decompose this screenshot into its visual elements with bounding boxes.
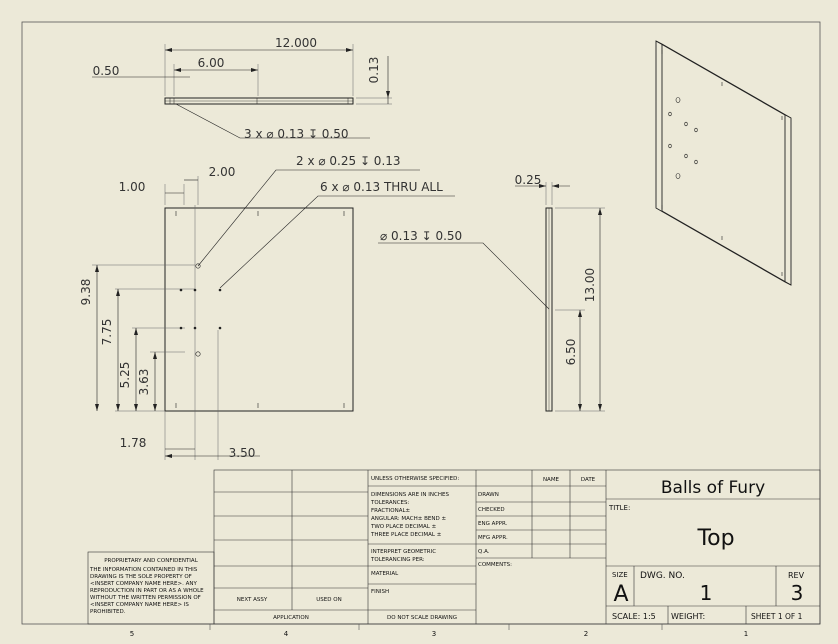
zone-markers [209,624,663,630]
application-label: APPLICATION [273,615,309,621]
dim-13-00: 13.00 [583,268,597,302]
interpret-line: TOLERANCING PER: [370,557,425,563]
material-label: MATERIAL [371,571,399,577]
sheet-label: SHEET 1 OF 1 [751,612,803,621]
weight-label: WEIGHT: [671,612,705,621]
note-3x-holes: 3 x ⌀ 0.13 ↧ 0.50 [244,127,349,141]
proprietary-title: PROPRIETARY AND CONFIDENTIAL [104,558,198,564]
tol-line: TOLERANCES: [370,500,410,506]
tol-line: DIMENSIONS ARE IN INCHES [371,492,449,498]
checked-label: CHECKED [478,507,505,513]
note-side-hole: ⌀ 0.13 ↧ 0.50 [380,229,462,243]
title-label: TITLE: [608,504,630,512]
side-view [378,182,605,412]
proprietary-line: <INSERT COMPANY NAME HERE>. ANY [90,581,197,587]
top-view [92,44,392,139]
next-assy-label: NEXT ASSY [237,597,268,603]
zone-label: 2 [584,630,588,638]
title-block [87,469,821,625]
tol-line: FRACTIONAL± [371,508,411,514]
dim-7-75: 7.75 [100,319,114,346]
name-col: NAME [543,477,560,483]
rev-label: REV [788,571,805,580]
zone-label: 1 [744,630,748,638]
eng-appr-label: ENG APPR. [478,521,508,527]
tol-line: TWO PLACE DECIMAL ± [370,524,437,530]
mfg-appr-label: MFG APPR. [478,535,508,541]
comments-label: COMMENTS: [478,562,512,568]
finish-label: FINISH [371,589,389,595]
dim-1-78: 1.78 [120,436,147,450]
note-6x-thru-holes: 6 x ⌀ 0.13 THRU ALL [320,180,443,194]
dim-0-25: 0.25 [515,173,542,187]
size-value: A [613,582,628,607]
dim-3-50: 3.50 [229,446,256,460]
rev-value: 3 [791,581,804,605]
dim-3-63: 3.63 [137,369,151,396]
proprietary-line: THE INFORMATION CONTAINED IN THIS [89,567,198,573]
dim-12-000: 12.000 [275,36,317,50]
used-on-label: USED ON [316,597,341,603]
dim-9-38: 9.38 [79,279,93,306]
dim-1-00: 1.00 [119,180,146,194]
drawing-title: Top [696,526,734,551]
proprietary-line: PROHIBITED. [90,609,126,615]
zone-label: 3 [432,630,436,638]
company-name: Balls of Fury [661,478,765,498]
dim-2-00: 2.00 [209,165,236,179]
dwg-no-value: 1 [700,581,713,605]
interpret-line: INTERPRET GEOMETRIC [371,549,436,555]
tol-line: ANGULAR: MACH± BEND ± [371,516,446,522]
isometric-view [655,40,792,286]
proprietary-line: REPRODUCTION IN PART OR AS A WHOLE [90,588,204,594]
scale-label: SCALE: 1:5 [612,612,656,621]
front-view-plate [164,207,354,412]
qa-label: Q.A. [478,549,490,555]
dwg-no-label: DWG. NO. [640,571,685,581]
zone-label: 5 [130,630,134,638]
dim-6-00: 6.00 [198,56,225,70]
zone-label: 4 [284,630,289,638]
dim-5-25: 5.25 [118,362,132,389]
dim-0-50-top: 0.50 [93,64,120,78]
size-label: SIZE [612,571,628,579]
dim-0-13-thickness: 0.13 [367,57,381,84]
date-col: DATE [581,477,596,483]
proprietary-line: <INSERT COMPANY NAME HERE> IS [90,602,189,608]
tol-line: THREE PLACE DECIMAL ± [370,532,442,538]
proprietary-notice: THE INFORMATION CONTAINED IN THIS DRAWIN… [89,567,204,615]
unless-specified: UNLESS OTHERWISE SPECIFIED: [371,476,459,482]
tolerance-notes: DIMENSIONS ARE IN INCHES TOLERANCES: FRA… [370,492,449,538]
front-view [92,169,455,460]
proprietary-line: DRAWING IS THE SOLE PROPERTY OF [90,574,192,580]
drawn-label: DRAWN [478,492,499,498]
proprietary-line: WITHOUT THE WRITTEN PERMISSION OF [90,595,201,601]
dim-6-50: 6.50 [564,339,578,366]
note-2x-holes: 2 x ⌀ 0.25 ↧ 0.13 [296,154,401,168]
do-not-scale: DO NOT SCALE DRAWING [387,615,457,621]
